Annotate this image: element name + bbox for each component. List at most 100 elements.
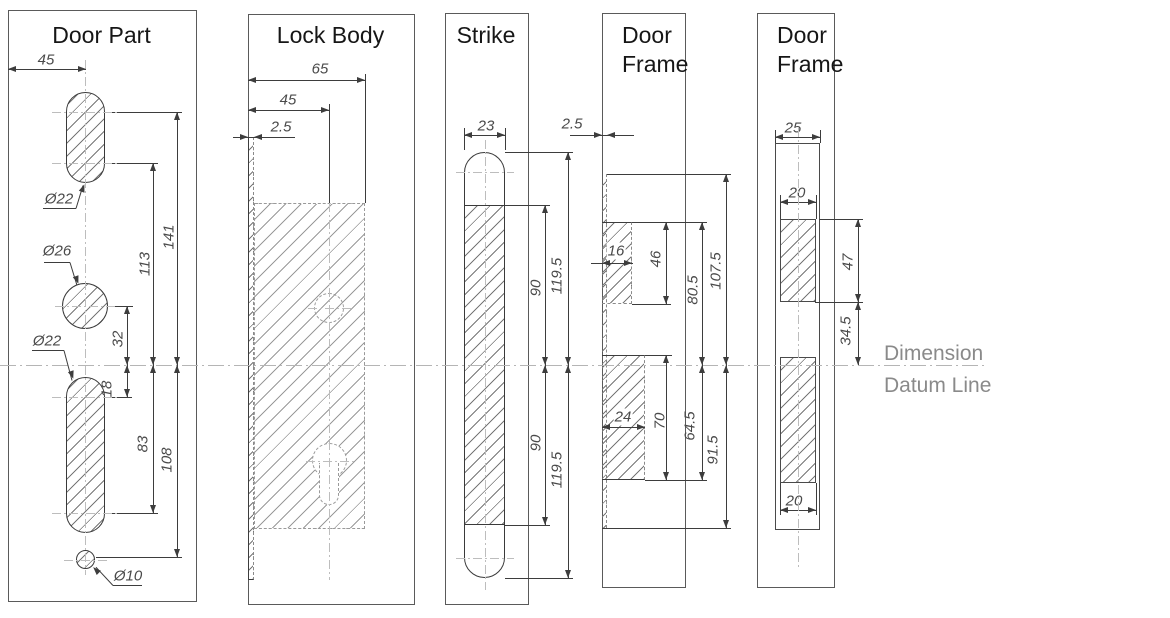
dimension-datum-line (0, 365, 988, 366)
panel-title-door-frame-b-line1: Door (777, 22, 827, 48)
dimension-line (607, 174, 731, 175)
center-line (52, 513, 120, 514)
center-line (306, 461, 354, 462)
arrowhead (174, 549, 180, 557)
dimension-line (505, 205, 550, 206)
dim-label-90-down: 90 (527, 434, 545, 452)
dimension-line (365, 74, 366, 203)
panel-title-door-frame-a-line2: Frame (622, 51, 689, 77)
dim-label-108: 108 (158, 447, 176, 473)
arrowhead (124, 389, 130, 397)
dimension-line (248, 80, 365, 81)
dimension-line (570, 135, 634, 136)
dim-label-45-lock-body: 45 (279, 91, 297, 109)
dim-label-119-5-down: 119.5 (548, 451, 566, 489)
dim-label-18: 18 (98, 380, 116, 398)
dimension-line (702, 222, 703, 480)
panel-title-strike: Strike (456, 22, 516, 48)
dim-label-32: 32 (109, 330, 127, 348)
datum-label-line1: Dimension (884, 342, 984, 365)
dimension-line (780, 483, 781, 515)
panel-title-door-part: Door Part (52, 22, 151, 48)
arrowhead (855, 357, 861, 365)
arrowhead (624, 260, 632, 266)
center-line (329, 203, 330, 580)
center-line (308, 308, 352, 309)
dimension-line (815, 483, 817, 515)
dimension-line (109, 306, 133, 307)
dim-label-83: 83 (134, 435, 152, 453)
dimension-line (815, 302, 863, 303)
dimension-line (43, 208, 76, 209)
arrowhead (807, 507, 816, 513)
dimension-line (44, 262, 70, 263)
dimension-line (329, 104, 330, 203)
arrowhead (497, 132, 505, 138)
arrowhead (253, 134, 262, 140)
center-line (64, 560, 110, 561)
panel-title-lock-body: Lock Body (276, 22, 385, 48)
dim-label-107-5: 107.5 (707, 252, 725, 290)
dim-label-65: 65 (311, 60, 329, 78)
arrowhead (150, 365, 156, 373)
dim-label-dia10: Ø10 (113, 567, 143, 585)
arrowhead (780, 507, 788, 513)
arrowhead (321, 107, 329, 113)
arrowhead (663, 296, 669, 304)
lock-body-outline (253, 203, 365, 529)
arrowhead (602, 424, 610, 430)
arrowhead (811, 134, 820, 140)
arrowhead (124, 306, 130, 314)
arrowhead (594, 132, 602, 138)
dimension-line (505, 128, 506, 150)
dim-label-80-5: 80.5 (684, 275, 702, 305)
arrowhead (723, 520, 729, 528)
arrowhead (8, 65, 16, 72)
dimension-line (505, 152, 573, 153)
arrowhead (240, 134, 248, 140)
arrowhead (775, 134, 783, 140)
arrowhead (723, 174, 729, 182)
dim-label-90-up: 90 (527, 279, 545, 297)
panel-strike (445, 13, 529, 605)
dimension-line (819, 219, 863, 220)
arrowhead (602, 260, 610, 266)
arrowhead (699, 472, 705, 480)
arrowhead (699, 222, 705, 230)
dimension-line (591, 263, 633, 264)
arrowhead (565, 152, 571, 160)
dimension-line (632, 222, 707, 223)
dim-label-47: 47 (839, 253, 857, 271)
arrowhead (663, 472, 669, 480)
arrowhead (699, 357, 705, 365)
arrowhead (77, 65, 86, 72)
dimension-line (858, 219, 859, 365)
dim-label-91-5: 91.5 (704, 435, 722, 465)
dimension-line (153, 163, 154, 513)
arrowhead (150, 357, 156, 365)
dimension-line (505, 525, 550, 526)
dim-label-25: 25 (784, 119, 802, 137)
dimension-line (602, 528, 731, 529)
dimension-line (602, 427, 645, 428)
arrowhead (565, 365, 571, 373)
dim-label-141: 141 (160, 224, 178, 250)
arrowhead (780, 199, 788, 205)
arrowhead (150, 163, 156, 171)
arrowhead (124, 365, 130, 373)
dimension-line (177, 112, 178, 557)
arrowhead (565, 570, 571, 578)
dimension-line (645, 355, 672, 356)
arrowhead (357, 77, 365, 83)
dimension-line (632, 304, 671, 305)
dimension-line (645, 480, 707, 481)
arrowhead (807, 199, 816, 205)
dimension-line (113, 585, 142, 586)
center-line (52, 112, 120, 113)
arrowhead (723, 357, 729, 365)
dimension-line (96, 557, 182, 558)
dimension-line (505, 578, 573, 579)
dimension-line (666, 355, 667, 480)
arrowhead (565, 357, 571, 365)
dimension-line (666, 222, 667, 304)
